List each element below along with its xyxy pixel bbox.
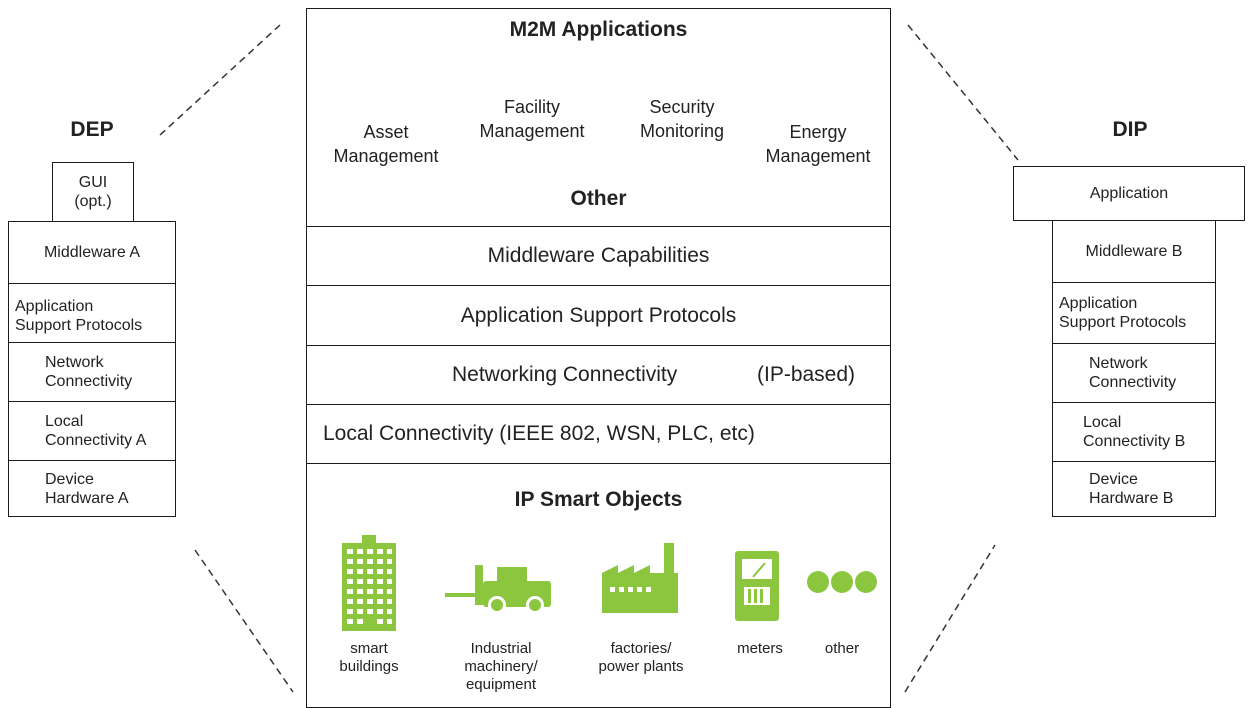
connector-dip-top <box>907 24 1019 161</box>
dip-application: Application <box>1013 166 1245 221</box>
dip-title: DIP <box>1112 118 1148 141</box>
networking-label: Networking Connectivity <box>452 363 678 386</box>
app-other: Other <box>570 187 627 210</box>
smart-objects-title: IP Smart Objects <box>514 488 683 511</box>
building-icon <box>342 535 396 631</box>
connector-dip-bottom <box>904 544 996 693</box>
dep-title: DEP <box>70 118 114 141</box>
app-security: Security Monitoring <box>639 97 725 141</box>
networking-tag: (IP-based) <box>757 363 856 386</box>
dep-gui-box: GUI (opt.) <box>52 162 134 222</box>
object-label-machinery: Industrial machinery/ equipment <box>464 640 538 693</box>
m2m-title: M2M Applications <box>509 18 688 41</box>
layer-app-support: Application Support Protocols <box>306 285 891 346</box>
layer-local: Local Connectivity (IEEE 802, WSN, PLC, … <box>306 404 891 464</box>
local-label: Local Connectivity (IEEE 802, WSN, PLC, … <box>323 422 755 445</box>
meter-icon <box>735 551 779 621</box>
layer-middleware: Middleware Capabilities <box>306 226 891 286</box>
layer-networking: Networking Connectivity (IP-based) <box>306 345 891 405</box>
forklift-icon <box>445 565 551 614</box>
app-energy: Energy Management <box>765 122 871 166</box>
dep-device: Device Hardware A <box>8 460 176 517</box>
dep-network: Network Connectivity <box>8 342 176 402</box>
dep-app-support: Application Support Protocols <box>8 283 176 343</box>
dip-device: Device Hardware B <box>1052 461 1216 517</box>
object-label-meters: meters <box>737 640 783 657</box>
dip-network: Network Connectivity <box>1052 343 1216 403</box>
dep-local: Local Connectivity A <box>8 401 176 461</box>
connector-dep-bottom <box>194 549 294 693</box>
object-label-other: other <box>824 640 860 657</box>
object-label-buildings: smart buildings <box>339 640 399 675</box>
app-facility: Facility Management <box>479 97 585 141</box>
dots-icon <box>807 571 877 593</box>
dip-app-support: Application Support Protocols <box>1052 282 1216 344</box>
dip-middleware: Middleware B <box>1052 220 1216 283</box>
connector-dep-top <box>159 24 281 136</box>
factory-icon <box>602 543 678 613</box>
dip-local: Local Connectivity B <box>1052 402 1216 462</box>
object-label-factories: factories/ power plants <box>598 640 684 675</box>
dep-middleware: Middleware A <box>8 221 176 284</box>
app-asset: Asset Management <box>333 122 439 166</box>
